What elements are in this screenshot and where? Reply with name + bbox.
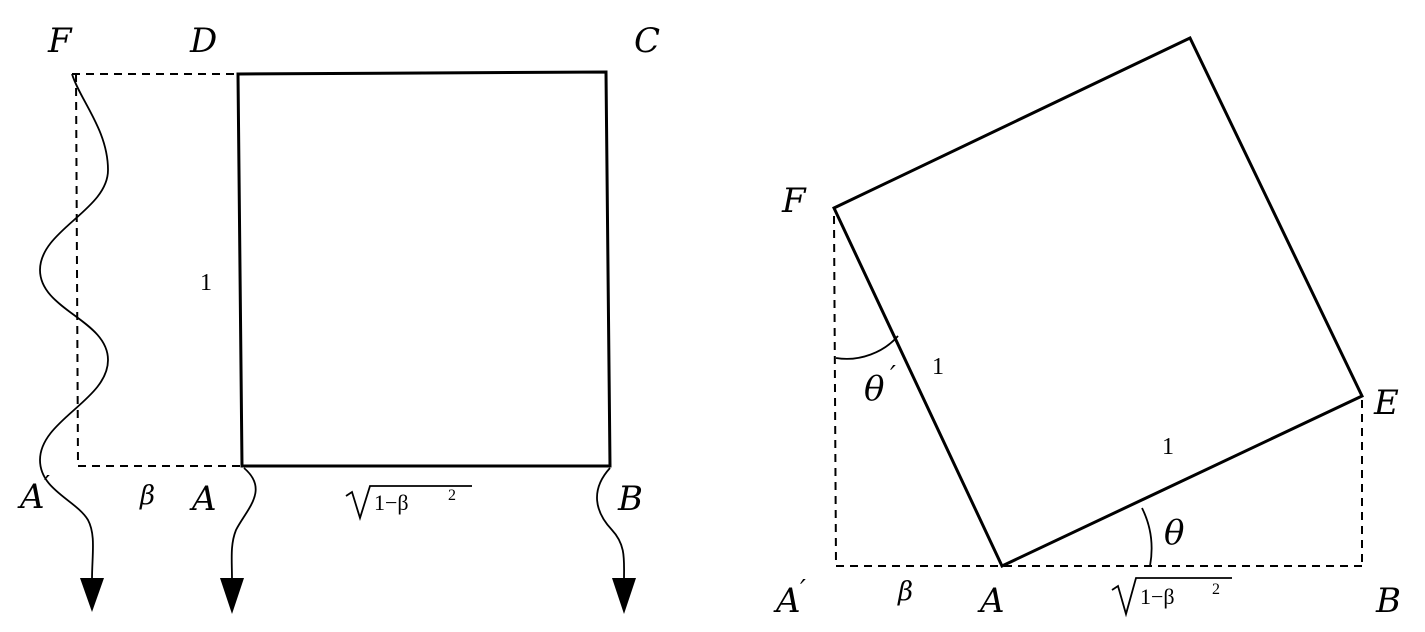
left-sqrt-exponent: 2	[448, 487, 456, 504]
left-label-D: D	[189, 21, 217, 61]
right-theta-prime-label: θ	[864, 369, 884, 409]
left-arrowhead-2	[220, 578, 244, 614]
right-theta-prime-arc	[835, 335, 899, 360]
left-sqrt-radicand: 1−β	[374, 490, 409, 515]
right-square	[832, 36, 1365, 568]
right-beta-label: β	[897, 577, 913, 607]
left-sqrt-sign	[345, 485, 472, 522]
left-beta-label: β	[139, 481, 155, 511]
right-theta-arc	[1141, 507, 1153, 567]
left-label-A: A	[189, 479, 217, 519]
right-sqrt-sign	[1111, 577, 1232, 618]
right-label-A: A	[977, 581, 1005, 621]
left-label-B: B	[617, 479, 643, 519]
left-side-label: 1	[200, 270, 212, 296]
left-label-F: F	[47, 21, 73, 61]
left-wave-a	[230, 467, 257, 581]
right-sqrt-expression: 1−β 2	[1111, 577, 1232, 618]
left-wave-b	[596, 467, 625, 581]
right-label-B: B	[1375, 581, 1401, 621]
left-square	[236, 70, 612, 468]
right-left-dashed	[833, 215, 837, 567]
left-figure: F D C A ′ A B 1 β 1−β 2	[17, 21, 660, 614]
left-arrowhead-3	[612, 578, 636, 614]
left-label-C: C	[634, 21, 660, 61]
right-label-E: E	[1373, 383, 1399, 423]
right-side-label-left: 1	[932, 354, 944, 380]
right-label-A-prime: A	[773, 581, 801, 621]
right-theta-prime-mark: ′	[890, 361, 896, 391]
left-label-A-prime: A	[17, 477, 45, 517]
left-arrowhead-1	[80, 578, 104, 612]
left-side-dashed	[75, 73, 79, 467]
right-prime-mark: ′	[800, 575, 806, 605]
left-sqrt-expression: 1−β 2	[345, 485, 472, 522]
right-sqrt-radicand: 1−β	[1140, 584, 1175, 609]
right-side-label-bottom: 1	[1162, 434, 1174, 460]
left-wave-long	[39, 73, 109, 581]
right-sqrt-exponent: 2	[1212, 581, 1220, 598]
left-prime-mark: ′	[44, 471, 50, 501]
right-figure: F E A ′ A B 1 1 θ θ ′ β 1−β 2	[773, 36, 1401, 621]
right-label-F: F	[781, 181, 807, 221]
right-theta-label: θ	[1164, 513, 1184, 553]
